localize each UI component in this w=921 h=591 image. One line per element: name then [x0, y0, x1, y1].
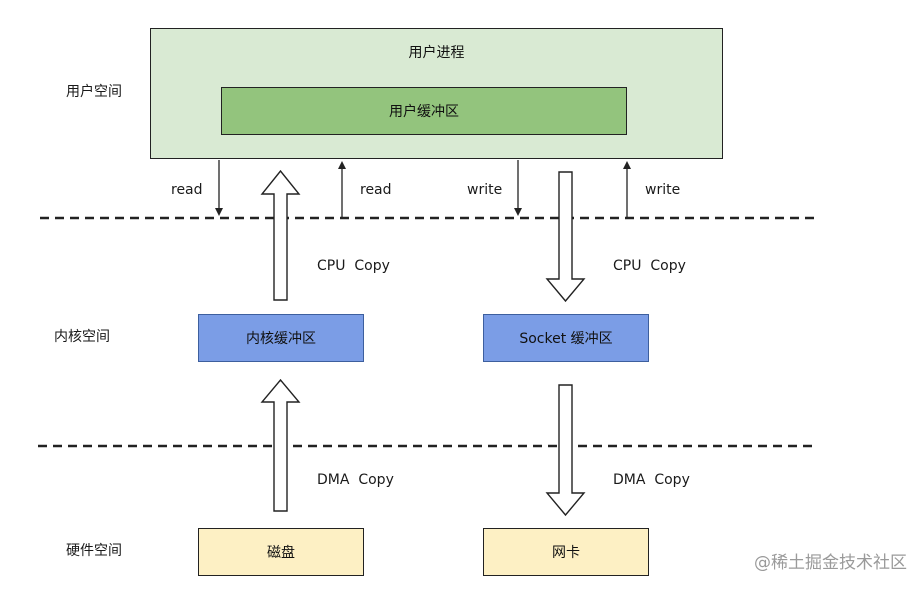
kernel-buffer-box: 内核缓冲区: [198, 314, 364, 362]
hardware-space-label: 硬件空间: [66, 543, 122, 559]
dma-copy-label-left: DMA Copy: [317, 472, 394, 488]
disk-label: 磁盘: [267, 545, 295, 561]
cpu-copy-up-arrow: [260, 169, 301, 301]
write-label-left: write: [467, 182, 503, 198]
cpu-copy-down-arrow: [545, 171, 586, 303]
user-buffer-label: 用户缓冲区: [389, 104, 459, 120]
read-up-arrow: [338, 161, 346, 218]
read-down-arrow: [215, 160, 223, 216]
user-process-label: 用户进程: [408, 45, 465, 61]
watermark-text: @稀土掘金技术社区: [754, 553, 907, 573]
cpu-copy-label-right: CPU Copy: [613, 258, 686, 274]
socket-buffer-box: Socket 缓冲区: [483, 314, 649, 362]
dma-copy-down-arrow: [545, 384, 586, 517]
write-down-arrow: [514, 160, 522, 216]
disk-box: 磁盘: [198, 528, 364, 576]
user-space-label: 用户空间: [66, 84, 122, 100]
write-up-arrow: [623, 161, 631, 218]
cpu-copy-label-left: CPU Copy: [317, 258, 390, 274]
socket-buffer-label: Socket 缓冲区: [519, 331, 613, 347]
nic-box: 网卡: [483, 528, 649, 576]
dma-copy-up-arrow: [260, 378, 301, 512]
dma-copy-label-right: DMA Copy: [613, 472, 690, 488]
kernel-buffer-label: 内核缓冲区: [246, 331, 316, 347]
write-label-right: write: [645, 182, 681, 198]
read-label-right: read: [360, 182, 392, 198]
kernel-space-label: 内核空间: [54, 329, 110, 345]
nic-label: 网卡: [552, 545, 580, 561]
user-buffer-box: 用户缓冲区: [221, 87, 627, 135]
read-label-left: read: [171, 182, 203, 198]
